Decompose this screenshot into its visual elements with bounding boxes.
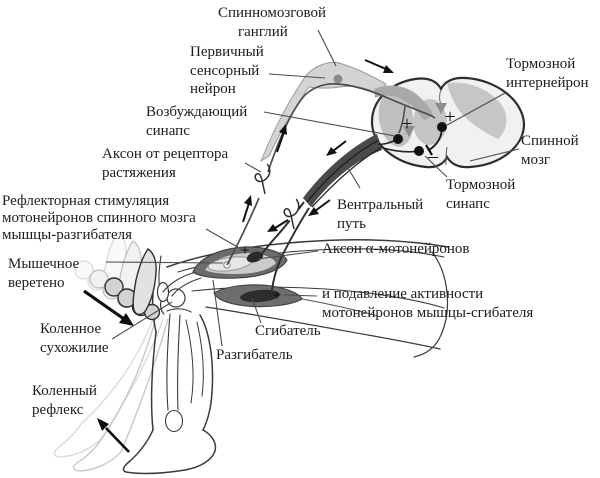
extensor-motoneuron-soma [393,134,403,144]
label-primary-sensory-neuron: Первичный сенсорный нейрон [190,44,264,97]
plus-sign-flexor-junction: + [272,287,282,304]
muscle-flexor [213,284,379,317]
label-flexor: Сгибатель [255,323,321,339]
tibia-bone [164,313,184,433]
signal-direction-arrows [242,59,394,232]
label-muscle-spindle: Мышечное веретено [8,256,80,291]
label-reflex-stimulation: Рефлекторная стимуляция мотонейронов спи… [2,193,196,243]
label-inhibitory-interneuron: Тормозной интернейрон [506,56,589,91]
gray-flow-arrowhead [435,103,447,114]
spinal-cord-cross-section [370,76,526,169]
plus-sign-extensor-motoneuron: + [401,113,413,136]
extensor-synapse-blob [246,251,264,263]
label-excitatory-synapse: Возбуждающий синапс [146,104,248,139]
hand-strike [104,248,161,321]
plus-sign-extensor-junction: + [240,242,250,259]
label-stretch-receptor-axon: Аксон от рецептора растяжения [102,146,229,181]
label-knee-tendon: Коленное сухожилие [40,321,109,356]
leader-lines [105,29,520,347]
cord-gray-matter [374,82,507,147]
label-flexor-suppression: и подавление активности мотонейронов мыш… [322,286,534,321]
flexor-motoneuron-soma [414,146,424,156]
foot-outline [122,429,217,475]
alpha-motoneuron-axons [259,201,310,291]
kick-arrow [97,418,130,453]
label-extensor: Разгибатель [216,347,293,363]
inhibitory-connection [425,126,443,156]
label-spinal-ganglion: Спинномозговой ганглий [218,5,327,40]
label-knee-reflex: Коленный рефлекс [32,383,97,418]
ventral-root-bundle [246,134,420,291]
plus-sign-interneuron: + [444,106,456,129]
gray-flow-arrowhead [403,126,415,137]
ventral-fissure [445,146,448,166]
label-ventral-path: Вентральный путь [337,197,424,232]
minus-sign-inhibitory: – [428,145,438,168]
label-spinal-cord: Спинной мозг [521,133,579,168]
label-inhibitory-synapse: Тормозной синапс [446,177,516,212]
nerve-break-symbols [254,163,301,230]
dorsal-sulcus [438,89,442,105]
label-alpha-motoneuron-axon: Аксон α-мотонейронов [322,241,470,257]
strike-arrow [83,289,134,326]
ghost-leg-positions [53,316,169,472]
sensory-neuron-soma [333,74,343,84]
hip-outline [413,251,449,358]
